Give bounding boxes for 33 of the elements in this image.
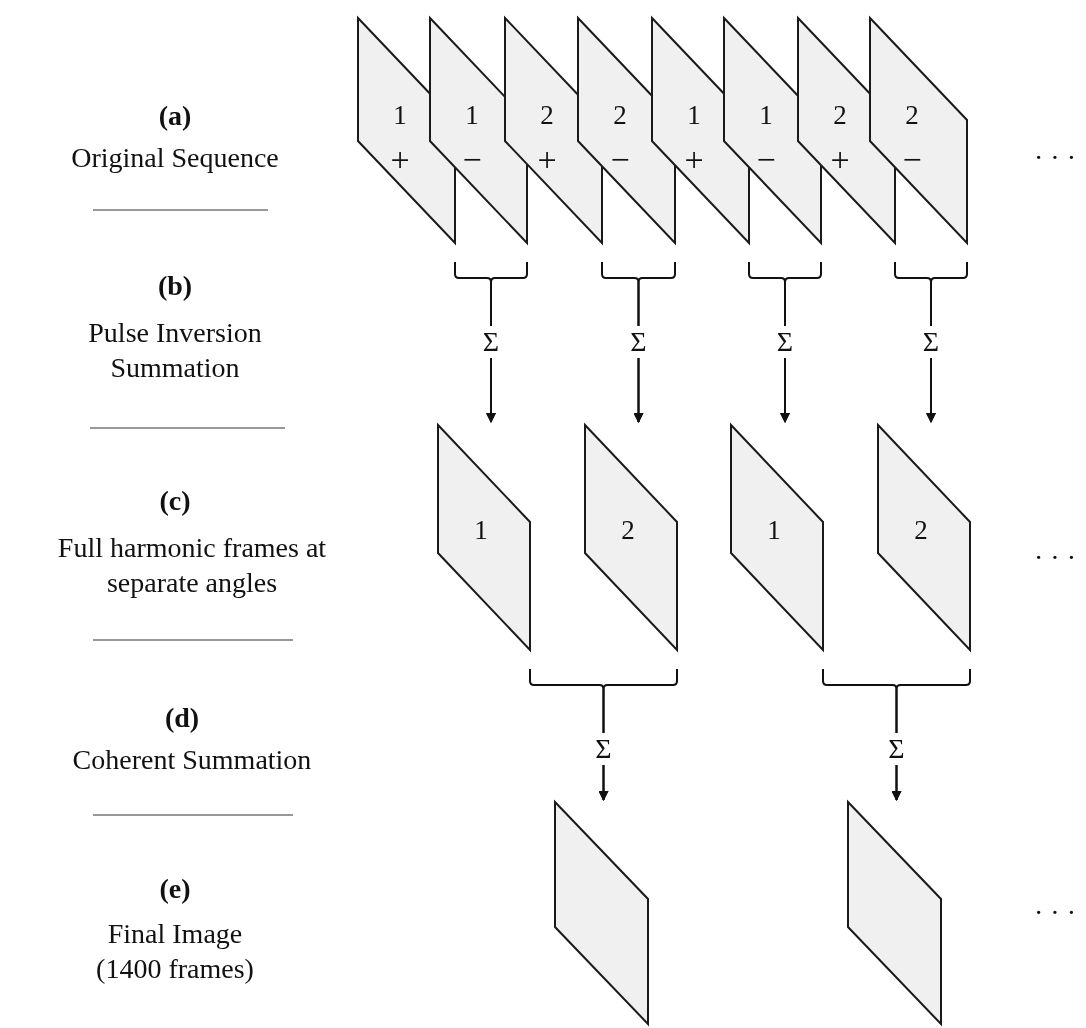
panel-letter: (b) (157, 268, 193, 303)
frame-number: 1 (767, 516, 781, 544)
polarity-sign: − (756, 143, 776, 177)
step-caption: Pulse Inversion Summation (87, 316, 263, 385)
step-caption: Final Image (1400 frames) (95, 917, 255, 986)
polarity-sign: − (610, 143, 630, 177)
frame-number: 2 (540, 101, 554, 129)
panel-letter: (d) (164, 700, 200, 735)
frame-number: 1 (759, 101, 773, 129)
step-caption: Original Sequence (71, 140, 279, 175)
polarity-sign: + (390, 143, 410, 177)
step-caption: Full harmonic frames at separate angles (56, 531, 328, 600)
polarity-sign: − (462, 143, 482, 177)
frame-number: 1 (474, 516, 488, 544)
frame-number: 1 (687, 101, 701, 129)
frame-number: 1 (465, 101, 479, 129)
polarity-sign: + (684, 143, 704, 177)
polarity-sign: + (537, 143, 557, 177)
panel-letter: (a) (158, 98, 192, 133)
frame-number: 2 (613, 101, 627, 129)
frame-number: 2 (833, 101, 847, 129)
continuation-dots: · · · (1034, 140, 1076, 175)
frame-number: 2 (905, 101, 919, 129)
step-caption: Coherent Summation (72, 742, 312, 777)
frame-number: 1 (393, 101, 407, 129)
frame-number: 2 (621, 516, 635, 544)
polarity-sign: − (902, 143, 922, 177)
continuation-dots: · · · (1034, 895, 1076, 930)
continuation-dots: · · · (1034, 540, 1076, 575)
frame-number: 2 (914, 516, 928, 544)
polarity-sign: + (830, 143, 850, 177)
panel-letter: (e) (159, 871, 191, 906)
panel-letter: (c) (159, 483, 191, 518)
